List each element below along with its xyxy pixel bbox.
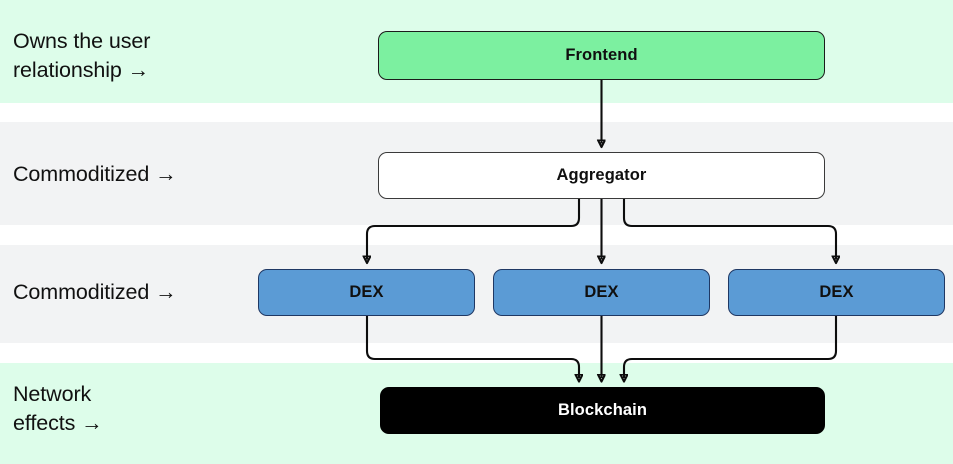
row-label-commoditized-dex: Commoditized →	[13, 280, 177, 304]
node-dex-0[interactable]: DEX	[258, 269, 475, 316]
node-dex-0-label: DEX	[349, 283, 384, 301]
node-frontend[interactable]: Frontend	[378, 31, 825, 80]
node-aggregator-label: Aggregator	[556, 166, 647, 184]
node-dex-1-label: DEX	[584, 283, 619, 301]
row-label-network-effects: Network effects →	[13, 382, 103, 435]
row-label-owns-user-relationship: Owns the user relationship →	[13, 29, 151, 82]
node-dex-1[interactable]: DEX	[493, 269, 710, 316]
node-frontend-label: Frontend	[565, 46, 638, 64]
node-dex-2-label: DEX	[819, 283, 854, 301]
node-dex-2[interactable]: DEX	[728, 269, 945, 316]
row-label-commoditized-aggregator: Commoditized →	[13, 162, 177, 186]
node-blockchain[interactable]: Blockchain	[380, 387, 825, 434]
node-aggregator[interactable]: Aggregator	[378, 152, 825, 199]
node-blockchain-label: Blockchain	[557, 401, 648, 419]
